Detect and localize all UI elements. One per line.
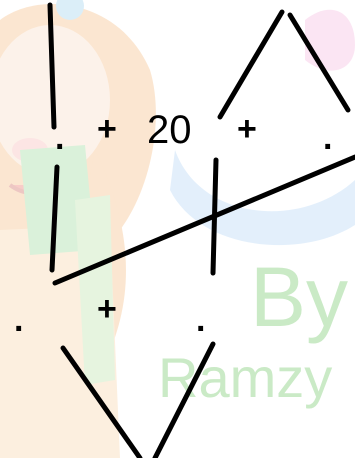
top-plus-sign-1: +: [97, 112, 117, 146]
top-left-blank: .: [55, 121, 64, 155]
long-diagonal-line: [55, 157, 355, 283]
left-mid-vertical-line: [52, 167, 57, 270]
bottom-right-blank: .: [196, 303, 205, 337]
bottom-left-blank: .: [14, 303, 23, 337]
top-right-blank: .: [323, 121, 332, 155]
bottom-v-right-line: [155, 344, 213, 458]
bottom-v-left-line: [63, 348, 140, 458]
top-plus-sign-2: +: [237, 112, 257, 146]
top-left-vertical-line: [50, 5, 54, 127]
bottom-plus-sign: +: [97, 292, 117, 326]
top-peak-right-line: [290, 15, 348, 110]
top-number-20: 20: [147, 110, 192, 150]
top-peak-left-line: [220, 12, 282, 117]
